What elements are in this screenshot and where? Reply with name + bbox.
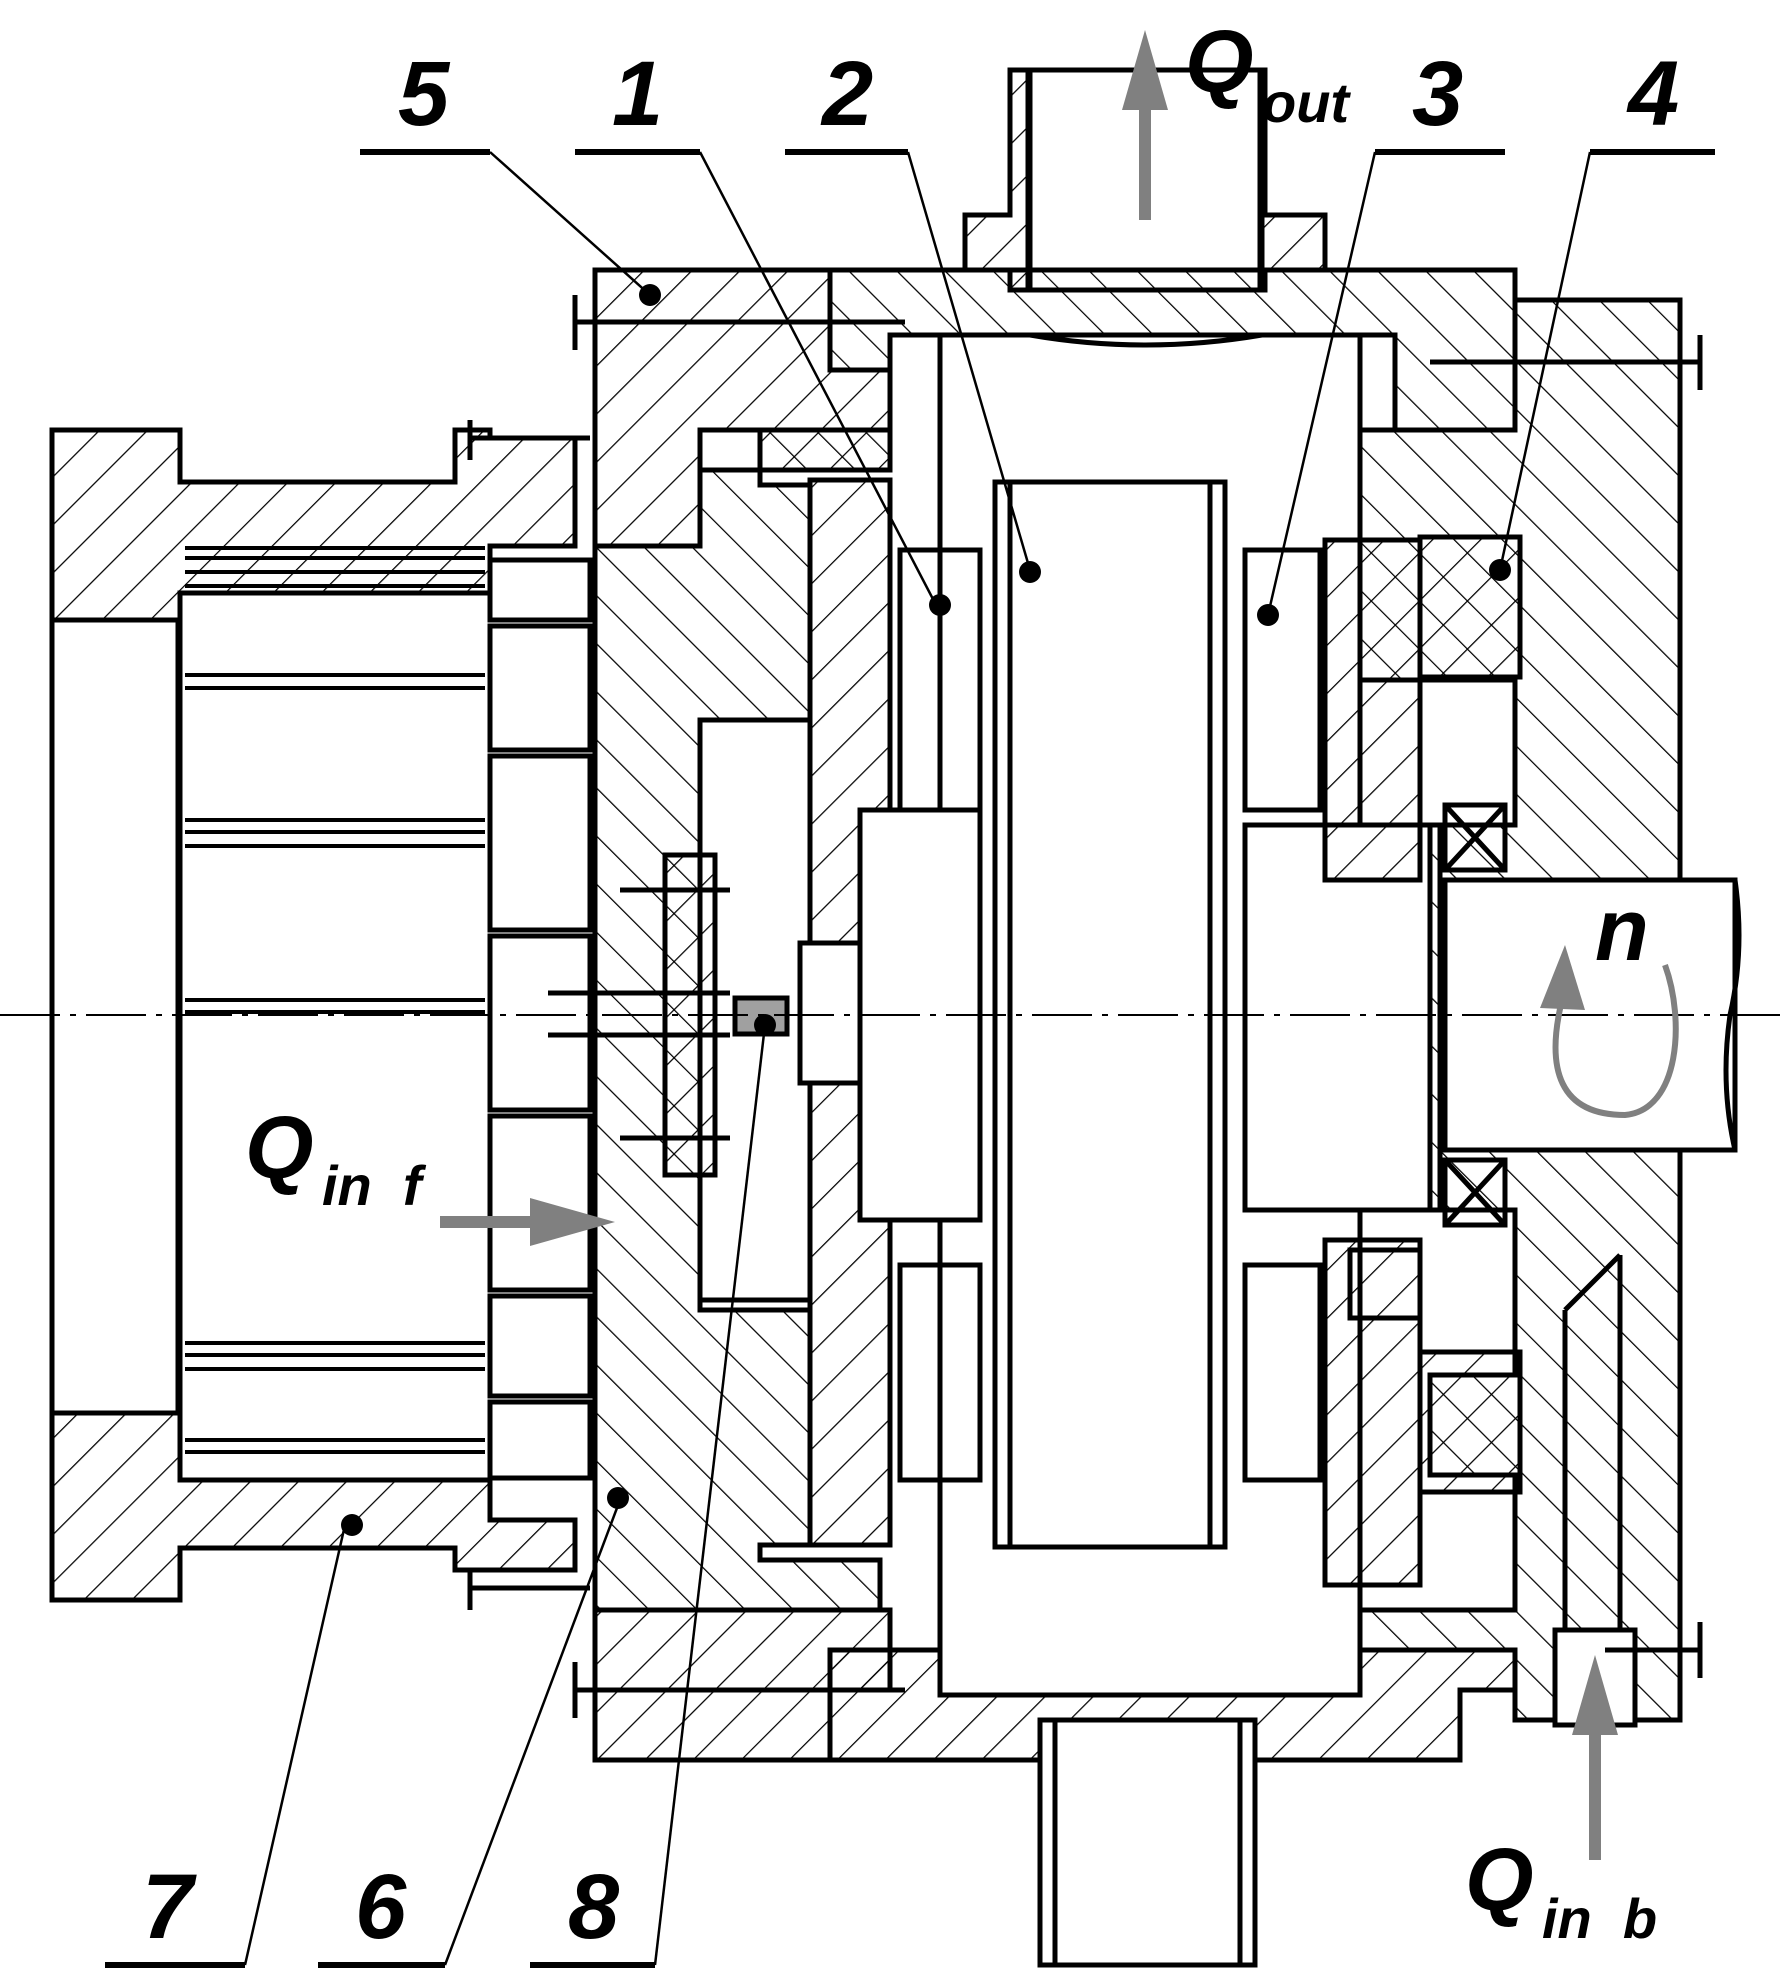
rotation-arrow-icon bbox=[1540, 945, 1679, 1119]
flow-in-back-main: Q bbox=[1465, 1830, 1533, 1929]
callout-2: 2 bbox=[820, 43, 873, 145]
flow-in-back-arrow-icon bbox=[1572, 1655, 1618, 1735]
bolts bbox=[467, 295, 1703, 1718]
callout-7: 7 bbox=[142, 1856, 197, 1958]
rotation-label: n bbox=[1595, 880, 1649, 979]
callout-underlines bbox=[105, 149, 1715, 1968]
flow-out-sub: out bbox=[1262, 71, 1351, 134]
callout-3: 3 bbox=[1412, 43, 1463, 145]
callout-5: 5 bbox=[398, 43, 451, 145]
flow-arrows bbox=[440, 30, 1618, 1860]
flow-in-front-main: Q bbox=[245, 1098, 313, 1197]
motor-rotor-slots bbox=[487, 557, 593, 1481]
part-dots bbox=[341, 284, 1511, 1536]
leader-lines bbox=[243, 151, 1592, 1966]
flow-in-back-sub: in b bbox=[1542, 1887, 1657, 1950]
chamber-3 bbox=[1242, 547, 1443, 1483]
callout-numbers: 5 1 2 3 4 7 6 8 bbox=[142, 43, 1679, 1958]
flow-in-front-sub: in f bbox=[322, 1154, 427, 1217]
bottom-nozzle bbox=[1037, 1717, 1258, 1968]
motor-stator bbox=[185, 546, 485, 1454]
callout-6: 6 bbox=[355, 1856, 407, 1958]
callout-4: 4 bbox=[1626, 43, 1679, 145]
callout-8: 8 bbox=[568, 1856, 620, 1958]
callout-1: 1 bbox=[612, 43, 663, 145]
flow-out-arrow-icon bbox=[1122, 30, 1168, 110]
flow-out-main: Q bbox=[1185, 12, 1253, 111]
flow-in-front-arrow-icon bbox=[530, 1198, 615, 1246]
